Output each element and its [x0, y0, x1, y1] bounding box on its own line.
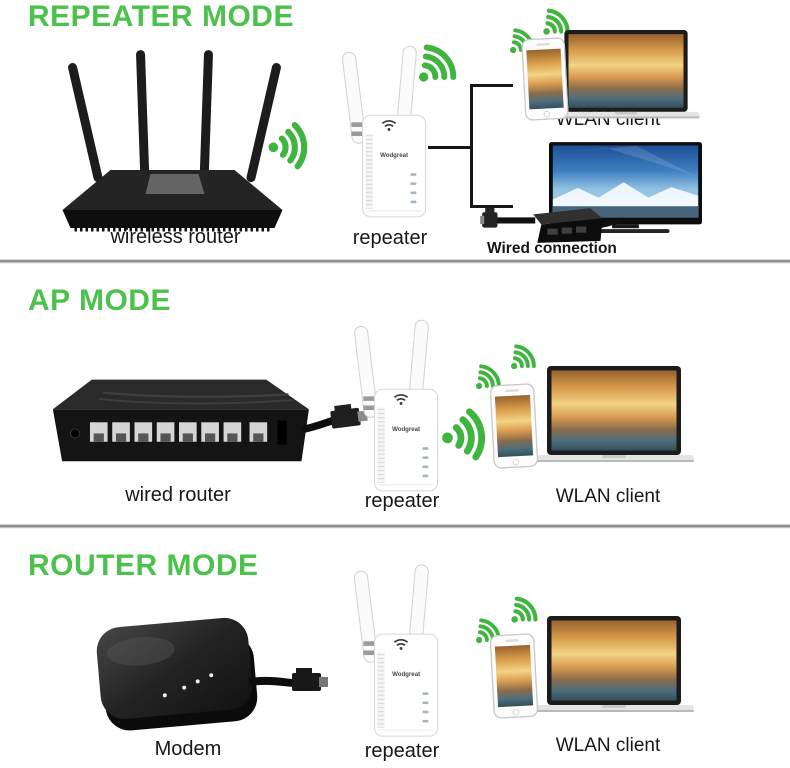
repeater-label: repeater — [364, 490, 440, 512]
section-title-router-mode: ROUTER MODE — [28, 549, 259, 582]
wifi-signal-icon — [262, 116, 322, 176]
section-title-repeater-mode: REPEATER MODE — [28, 0, 294, 33]
repeater-image — [350, 562, 452, 742]
smartphone-image — [489, 633, 539, 719]
connector-line — [470, 84, 473, 208]
section-divider — [0, 259, 790, 264]
modem-label: Modem — [154, 738, 222, 760]
repeater-label: repeater — [364, 740, 440, 762]
connector-line — [428, 146, 473, 149]
set-top-box-image — [480, 198, 618, 249]
section-title-ap-mode: AP MODE — [28, 284, 171, 317]
wlan-client-label: WLAN client — [555, 735, 661, 756]
connector-line — [470, 205, 513, 208]
connector-line — [470, 84, 513, 87]
wired-router-label: wired router — [125, 484, 231, 506]
smartphone-image — [489, 383, 539, 469]
laptop-image — [534, 616, 694, 716]
section-divider — [0, 524, 790, 529]
wireless-router-image — [50, 44, 295, 236]
wlan-client-label: WLAN client — [555, 486, 661, 507]
wired-connection-label: Wired connection — [487, 240, 617, 257]
laptop-image — [552, 30, 700, 122]
wireless-router-label: wireless router — [110, 226, 241, 248]
wired-router-image — [38, 374, 372, 478]
smartphone-image — [521, 37, 569, 121]
laptop-image — [534, 366, 694, 466]
repeater-label: repeater — [352, 227, 428, 249]
modem-image — [88, 614, 330, 738]
